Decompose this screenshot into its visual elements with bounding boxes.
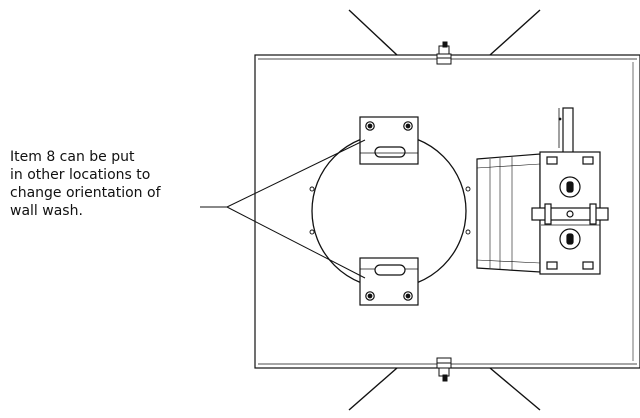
bottom-brace-wires [348,367,541,411]
callout-line: Item 8 can be put [10,149,135,165]
upper-bracket [359,116,419,165]
callout-line: wall wash. [10,203,83,219]
mounting-holes [309,186,471,235]
callout-line: change orientation of [10,185,161,201]
callout-leader-lines [200,139,366,279]
top-brace-wires [348,9,541,56]
callout-line: in other locations to [10,167,151,183]
junction-box [476,107,609,275]
bottom-clip [436,357,452,382]
lower-bracket [359,257,419,306]
callout-text: Item 8 can be put in other locations to … [10,148,210,220]
top-clip [436,41,452,65]
